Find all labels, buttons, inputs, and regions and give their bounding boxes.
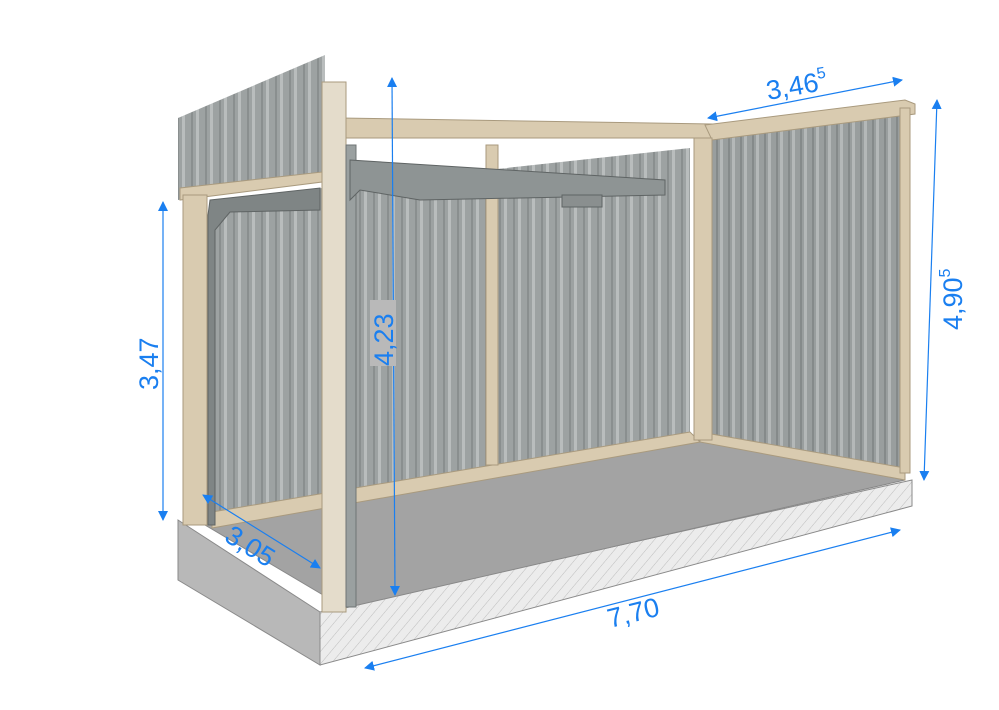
label-height-left: 3,47 xyxy=(134,337,164,390)
right-wall-cladding xyxy=(712,112,908,470)
dim-line-height-right xyxy=(919,99,942,481)
label-height-right: 4,905 xyxy=(937,268,968,330)
label-length-front: 7,70 xyxy=(604,592,662,634)
post-front xyxy=(321,81,347,613)
door-motor xyxy=(561,194,603,208)
dim-line-depth-front xyxy=(202,494,321,569)
dim-line-depth-top xyxy=(707,76,903,122)
post-right-front xyxy=(899,107,911,474)
garage-door-track-left xyxy=(207,187,321,526)
post-middle xyxy=(485,144,499,466)
post-left xyxy=(182,194,208,526)
label-depth-top: 3,465 xyxy=(764,65,830,106)
door-frame xyxy=(345,144,357,608)
garage-door-track xyxy=(349,159,666,202)
post-right-back xyxy=(693,137,713,441)
left-upper-cladding xyxy=(178,55,325,200)
label-height-center: 4,23 xyxy=(369,313,399,366)
dim-line-length-front xyxy=(364,527,901,671)
header-beam xyxy=(339,117,713,139)
label-bg-height-center xyxy=(370,300,396,366)
